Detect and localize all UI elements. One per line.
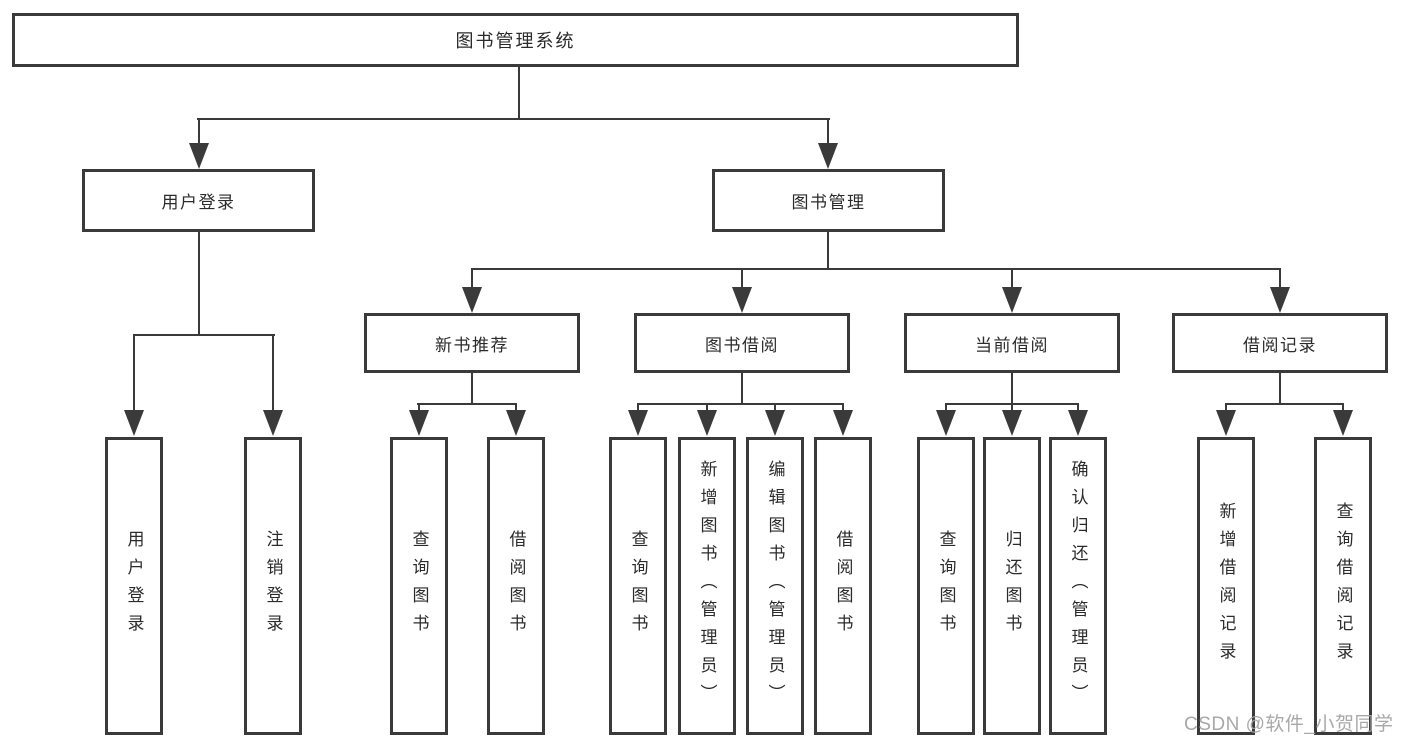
node-borrow-record: 借阅记录 <box>1172 313 1388 373</box>
arrowhead-down-icon <box>818 143 838 169</box>
leaf-borrow-books-2-label: 借阅图书 <box>833 530 853 642</box>
connector-leaf-drop <box>1225 404 1227 412</box>
connector-book-borrow-hline <box>637 403 844 405</box>
arrowhead-down-icon <box>462 287 482 313</box>
leaf-add-book-admin: 新增图书（管理员） <box>678 437 736 735</box>
connector-borrow-record-hline <box>1225 403 1344 405</box>
connector-level2-drop <box>741 270 743 289</box>
leaf-add-borrow-record: 新增借阅记录 <box>1197 437 1255 735</box>
leaf-query-books-current-label: 查询图书 <box>936 530 956 642</box>
connector-leaf-drop <box>1011 404 1013 412</box>
node-new-book-recommend: 新书推荐 <box>364 313 580 373</box>
arrowhead-down-icon <box>124 410 144 436</box>
connector-leaf-drop <box>133 336 135 412</box>
leaf-query-books-current: 查询图书 <box>917 437 975 735</box>
arrowhead-down-icon <box>833 410 853 436</box>
arrowhead-down-icon <box>1068 410 1088 436</box>
connector-user-login-hline <box>133 334 275 336</box>
connector-root-vline <box>518 66 520 119</box>
arrowhead-down-icon <box>765 410 785 436</box>
node-user-login-label: 用户登录 <box>161 193 236 212</box>
node-current-borrow-label: 当前借阅 <box>975 335 1049 355</box>
leaf-confirm-return-admin-label: 确认归还（管理员） <box>1068 460 1088 712</box>
connector-leaf-drop <box>774 404 776 412</box>
leaf-query-borrow-record-label: 查询借阅记录 <box>1333 502 1353 670</box>
connector-user-login-vline <box>198 231 200 335</box>
leaf-edit-book-admin-label: 编辑图书（管理员） <box>765 460 785 712</box>
connector-leaf-drop <box>418 404 420 412</box>
leaf-query-books-recommend-label: 查询图书 <box>409 530 429 642</box>
connector-level2-drop <box>1011 270 1013 289</box>
leaf-borrow-books-2: 借阅图书 <box>814 437 872 735</box>
connector-leaf-drop <box>945 404 947 412</box>
arrowhead-down-icon <box>189 143 209 169</box>
arrowhead-down-icon <box>1270 287 1290 313</box>
leaf-return-book: 归还图书 <box>983 437 1041 735</box>
arrowhead-down-icon <box>732 287 752 313</box>
csdn-watermark: CSDN @软件_小贺同学 <box>1184 714 1394 735</box>
connector-book-management-hline <box>471 268 1281 270</box>
leaf-edit-book-admin: 编辑图书（管理员） <box>746 437 804 735</box>
leaf-confirm-return-admin: 确认归还（管理员） <box>1049 437 1107 735</box>
connector-leaf-drop <box>637 404 639 412</box>
connector-book-management-drop <box>827 118 829 145</box>
node-current-borrow: 当前借阅 <box>904 313 1120 373</box>
node-book-borrow: 图书借阅 <box>634 313 850 373</box>
leaf-user-login-label: 用户登录 <box>124 530 144 642</box>
connector-root-hline <box>197 118 830 120</box>
arrowhead-down-icon <box>1333 410 1353 436</box>
arrowhead-down-icon <box>506 410 526 436</box>
connector-leaf-drop <box>706 404 708 412</box>
leaf-query-books-borrow-label: 查询图书 <box>628 530 648 642</box>
leaf-logout: 注销登录 <box>244 437 302 735</box>
node-user-login: 用户登录 <box>82 169 315 232</box>
leaf-user-login: 用户登录 <box>105 437 163 735</box>
connector-level2-drop <box>1279 270 1281 289</box>
connector-borrow-record-vline <box>1279 372 1281 405</box>
node-book-borrow-label: 图书借阅 <box>705 335 779 355</box>
leaf-add-borrow-record-label: 新增借阅记录 <box>1216 502 1236 670</box>
node-new-book-recommend-label: 新书推荐 <box>435 335 509 355</box>
arrowhead-down-icon <box>628 410 648 436</box>
connector-leaf-drop <box>1342 404 1344 412</box>
leaf-logout-label: 注销登录 <box>263 530 283 642</box>
arrowhead-down-icon <box>1002 410 1022 436</box>
arrowhead-down-icon <box>409 410 429 436</box>
connector-leaf-drop <box>842 404 844 412</box>
connector-book-borrow-vline <box>741 372 743 405</box>
connector-book-management-vline <box>827 231 829 270</box>
connector-user-login-drop <box>198 118 200 145</box>
node-book-management: 图书管理 <box>712 169 945 232</box>
connector-level2-drop <box>471 270 473 289</box>
leaf-borrow-books-recommend-label: 借阅图书 <box>506 530 526 642</box>
leaf-return-book-label: 归还图书 <box>1002 530 1022 642</box>
arrowhead-down-icon <box>936 410 956 436</box>
arrowhead-down-icon <box>263 410 283 436</box>
leaf-borrow-books-recommend: 借阅图书 <box>487 437 545 735</box>
leaf-add-book-admin-label: 新增图书（管理员） <box>697 460 717 712</box>
arrowhead-down-icon <box>1002 287 1022 313</box>
node-root: 图书管理系统 <box>12 13 1019 67</box>
node-root-label: 图书管理系统 <box>455 31 576 51</box>
connector-leaf-drop <box>515 404 517 412</box>
connector-current-borrow-vline <box>1011 372 1013 405</box>
arrowhead-down-icon <box>1216 410 1236 436</box>
leaf-query-borrow-record: 查询借阅记录 <box>1314 437 1372 735</box>
connector-leaf-drop <box>1077 404 1079 412</box>
node-book-management-label: 图书管理 <box>791 193 866 212</box>
connector-new-book-recommend-vline <box>471 372 473 405</box>
connector-new-book-recommend-hline <box>417 403 517 405</box>
node-borrow-record-label: 借阅记录 <box>1243 335 1317 355</box>
arrowhead-down-icon <box>697 410 717 436</box>
connector-leaf-drop <box>272 336 274 412</box>
leaf-query-books-recommend: 查询图书 <box>390 437 448 735</box>
leaf-query-books-borrow: 查询图书 <box>609 437 667 735</box>
